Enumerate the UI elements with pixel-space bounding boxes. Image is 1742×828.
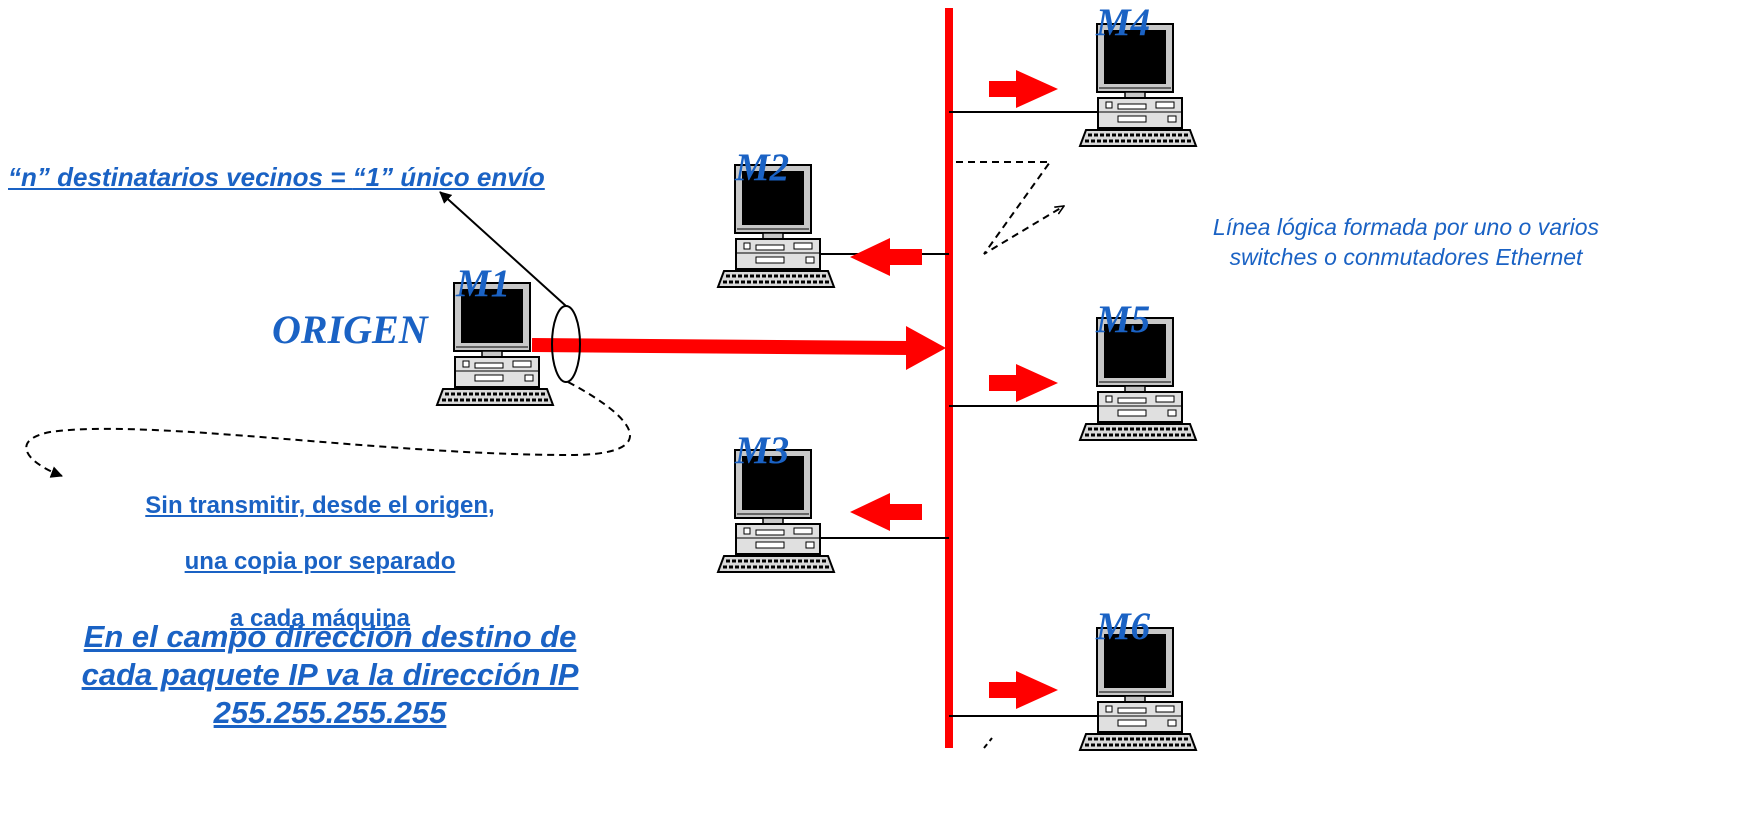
broadcast-line3: 255.255.255.255 bbox=[213, 695, 447, 730]
bottom-dashed-fragment bbox=[983, 737, 993, 749]
label-m2: M2 bbox=[735, 146, 790, 189]
summary-part2: “1” único envío bbox=[352, 162, 545, 192]
no-copies-line1: Sin transmitir, desde el origen, bbox=[145, 492, 495, 519]
broadcast-line1: En el campo dirección destino de bbox=[83, 619, 577, 654]
switch-note-dashed-arrow bbox=[956, 161, 1064, 255]
transmission-arrow-shaft bbox=[531, 338, 913, 355]
switch-note-line1: Línea lógica formada por uno o varios bbox=[1212, 214, 1600, 240]
label-m3: M3 bbox=[735, 429, 790, 472]
label-m4: M4 bbox=[1096, 1, 1151, 44]
no-copies-line3: a cada máquina bbox=[229, 605, 411, 632]
label-m1: M1 bbox=[456, 262, 511, 305]
origin-label: ORIGEN bbox=[272, 307, 428, 352]
transmission-arrow-head bbox=[906, 326, 946, 370]
switch-note: Línea lógica formada por uno o varios sw… bbox=[1072, 212, 1740, 272]
arrow-to-m6 bbox=[989, 671, 1058, 709]
label-m6: M6 bbox=[1096, 605, 1151, 648]
dashed-curve-arrow bbox=[25, 381, 632, 478]
no-copies-note: Sin transmitir, desde el origen, una cop… bbox=[40, 478, 600, 648]
arrow-to-m3 bbox=[850, 493, 922, 531]
label-m5: M5 bbox=[1096, 298, 1151, 341]
arrow-to-m4 bbox=[989, 70, 1058, 108]
summary-text: “n” destinatarios vecinos = “1” único en… bbox=[8, 162, 545, 193]
summary-part1: “n” destinatarios vecinos bbox=[8, 162, 323, 192]
arrow-to-m5 bbox=[989, 364, 1058, 402]
no-copies-line2: una copia por separado bbox=[184, 548, 456, 575]
summary-pointer-arrow bbox=[439, 191, 567, 307]
arrow-to-m2 bbox=[850, 238, 922, 276]
switch-note-line2: switches o conmutadores Ethernet bbox=[1229, 244, 1583, 270]
broadcast-note: En el campo dirección destino de cada pa… bbox=[0, 618, 660, 732]
broadcast-line2: cada paquete IP va la dirección IP bbox=[81, 657, 579, 692]
summary-equals: = bbox=[322, 162, 353, 192]
